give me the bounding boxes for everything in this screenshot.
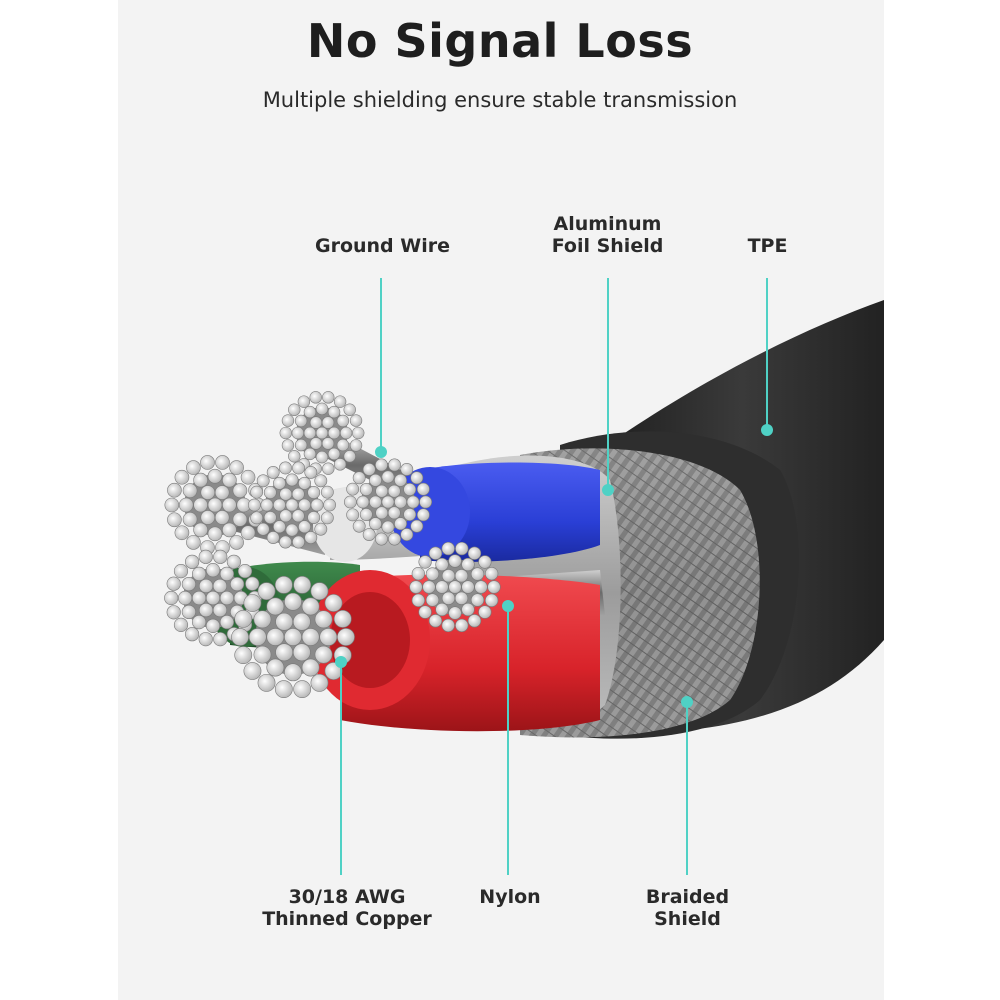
label-nylon: Nylon [479,886,541,908]
label-braided-shield: Braided Shield [645,886,730,930]
callout-lines [335,278,773,875]
label-ground-wire: Ground Wire [314,235,450,257]
label-aluminum-foil-shield: Aluminum Foil Shield [551,213,664,257]
page-title: No Signal Loss [306,14,694,68]
label-tpe: TPE [747,235,788,257]
page-subtitle: Multiple shielding ensure stable transmi… [262,88,738,112]
label-thinned-copper: 30/18 AWG Thinned Copper [262,886,432,930]
conductor-ends [164,391,501,699]
